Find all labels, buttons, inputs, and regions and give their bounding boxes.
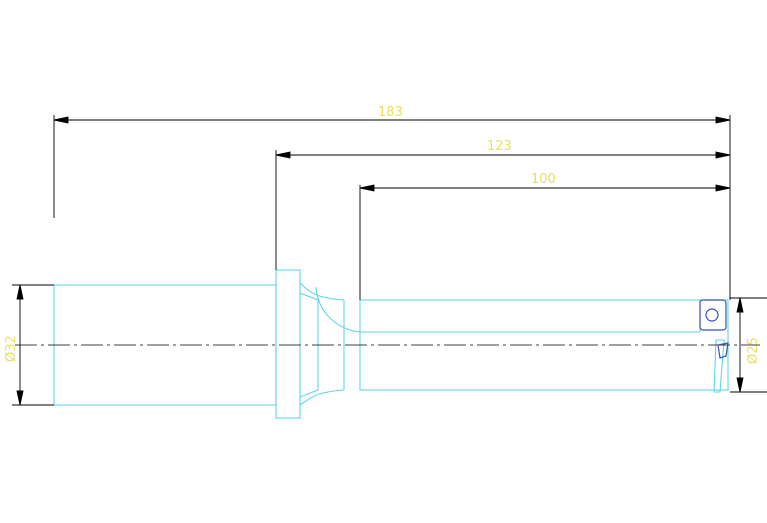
dim-overall-length: 183 [378, 105, 403, 120]
collar [275, 269, 301, 419]
dimension-texts: 183 123 100 Ø32 Ø25 [4, 105, 761, 364]
neck-transition [299, 282, 345, 406]
cutting-insert [699, 299, 729, 359]
dimension-lines [12, 115, 767, 406]
dim-flute-length: 100 [531, 172, 556, 187]
dim-cutting-diameter: Ø25 [746, 337, 761, 364]
flute-curve [315, 286, 361, 333]
dim-mid-length: 123 [487, 139, 512, 154]
tip-relief [713, 339, 725, 393]
tool-body [53, 269, 729, 419]
dim-shank-diameter: Ø32 [4, 335, 19, 362]
